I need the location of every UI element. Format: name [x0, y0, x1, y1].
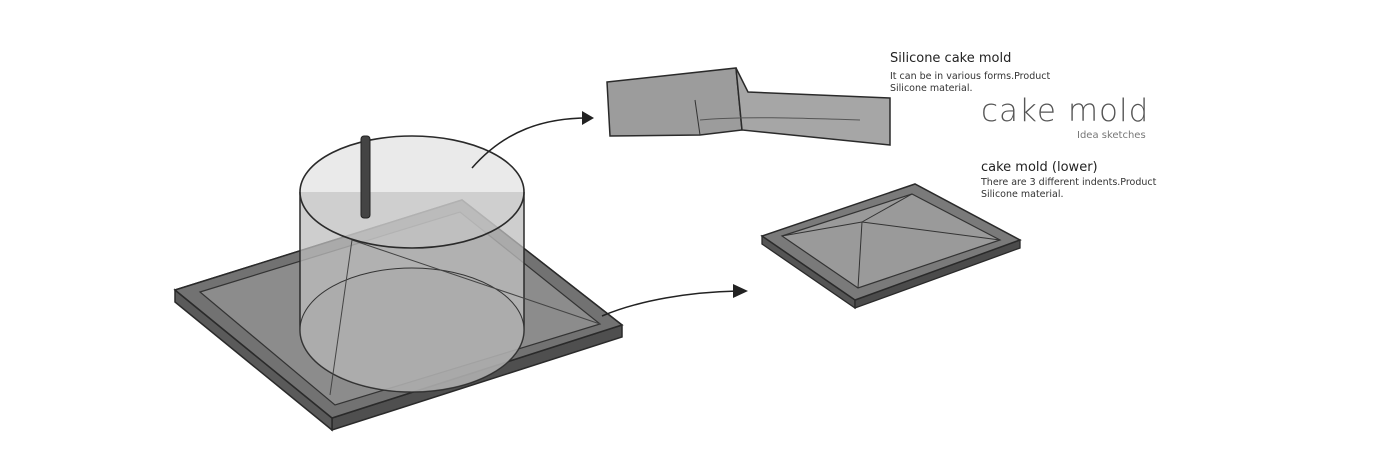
note-heading-lower-mold: cake mold (lower)	[981, 160, 1098, 175]
assembled-ring-cylinder	[299, 135, 601, 396]
silicone-strip-sketch	[606, 67, 891, 146]
arrow-to-lower-mold	[601, 284, 748, 317]
arrow-to-strip	[471, 111, 594, 169]
note-line: Silicone material.	[981, 189, 1064, 200]
note-line: There are 3 different indents.Product	[981, 177, 1157, 188]
note-line: Silicone material.	[890, 83, 973, 94]
lower-mold-sketch	[760, 183, 1022, 310]
note-heading-silicone-mold: Silicone cake mold	[890, 51, 1012, 66]
page-subtitle: Idea sketches	[1077, 130, 1146, 141]
page-title: cake mold	[981, 93, 1150, 129]
note-line: It can be in various forms.Product	[890, 71, 1051, 82]
